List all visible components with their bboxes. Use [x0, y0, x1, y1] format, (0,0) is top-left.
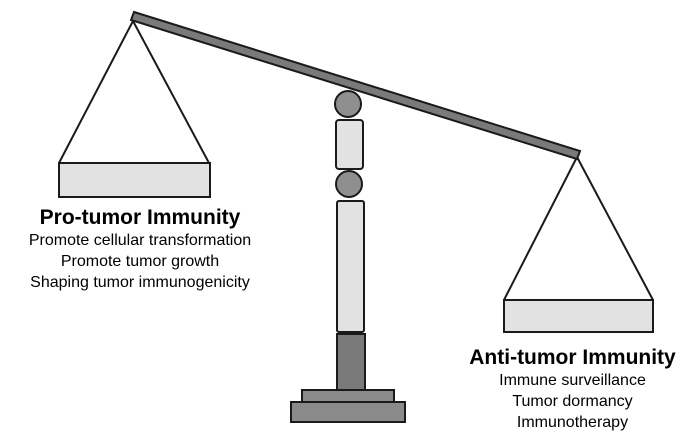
anti-tumor-item: Immunotherapy [516, 414, 629, 431]
base-top-plate [301, 389, 395, 403]
base-bottom-plate [290, 401, 406, 423]
scale-column [334, 90, 365, 333]
column-lower-segment [336, 200, 365, 333]
anti-tumor-title: Anti-tumor Immunity [469, 346, 676, 369]
pro-tumor-item: Promote tumor growth [60, 253, 220, 270]
scale-beam [129, 10, 582, 161]
anti-tumor-label-group: Anti-tumor Immunity Immune surveillance … [455, 346, 690, 433]
left-pan [58, 162, 211, 198]
column-upper-segment [335, 119, 364, 170]
scale-base [290, 333, 406, 423]
column-lower-knob [335, 170, 363, 198]
pro-tumor-label-group: Pro-tumor Immunity Promote cellular tran… [0, 206, 280, 293]
column-foot [336, 333, 366, 391]
pro-tumor-title: Pro-tumor Immunity [39, 206, 241, 229]
pro-tumor-item: Promote cellular transformation [28, 232, 252, 249]
anti-tumor-item: Tumor dormancy [512, 393, 633, 410]
pro-tumor-item: Shaping tumor immunogenicity [30, 274, 250, 291]
left-pan-strings [58, 20, 210, 164]
right-pan-strings [503, 156, 654, 301]
anti-tumor-item: Immune surveillance [499, 372, 646, 389]
column-upper-knob [334, 90, 362, 118]
right-pan [503, 299, 654, 333]
